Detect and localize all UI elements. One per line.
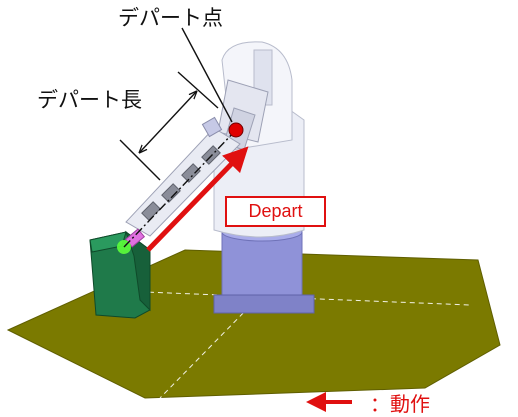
depart-motion-label: Depart — [225, 196, 326, 227]
depart-motion-arrow — [146, 146, 249, 252]
depart-length-label: デパート長 — [37, 88, 142, 112]
depart-point-marker — [228, 122, 244, 138]
depart-point-leader — [181, 27, 233, 123]
robot-base — [213, 222, 315, 314]
depart-centerline — [123, 129, 237, 248]
depart-length-dimension — [119, 71, 219, 181]
floor-grid-lines — [94, 254, 471, 399]
legend-motion-label: ：動作 — [370, 392, 430, 416]
depart-point-label: デパート点 — [118, 6, 223, 30]
workpiece — [89, 230, 151, 319]
